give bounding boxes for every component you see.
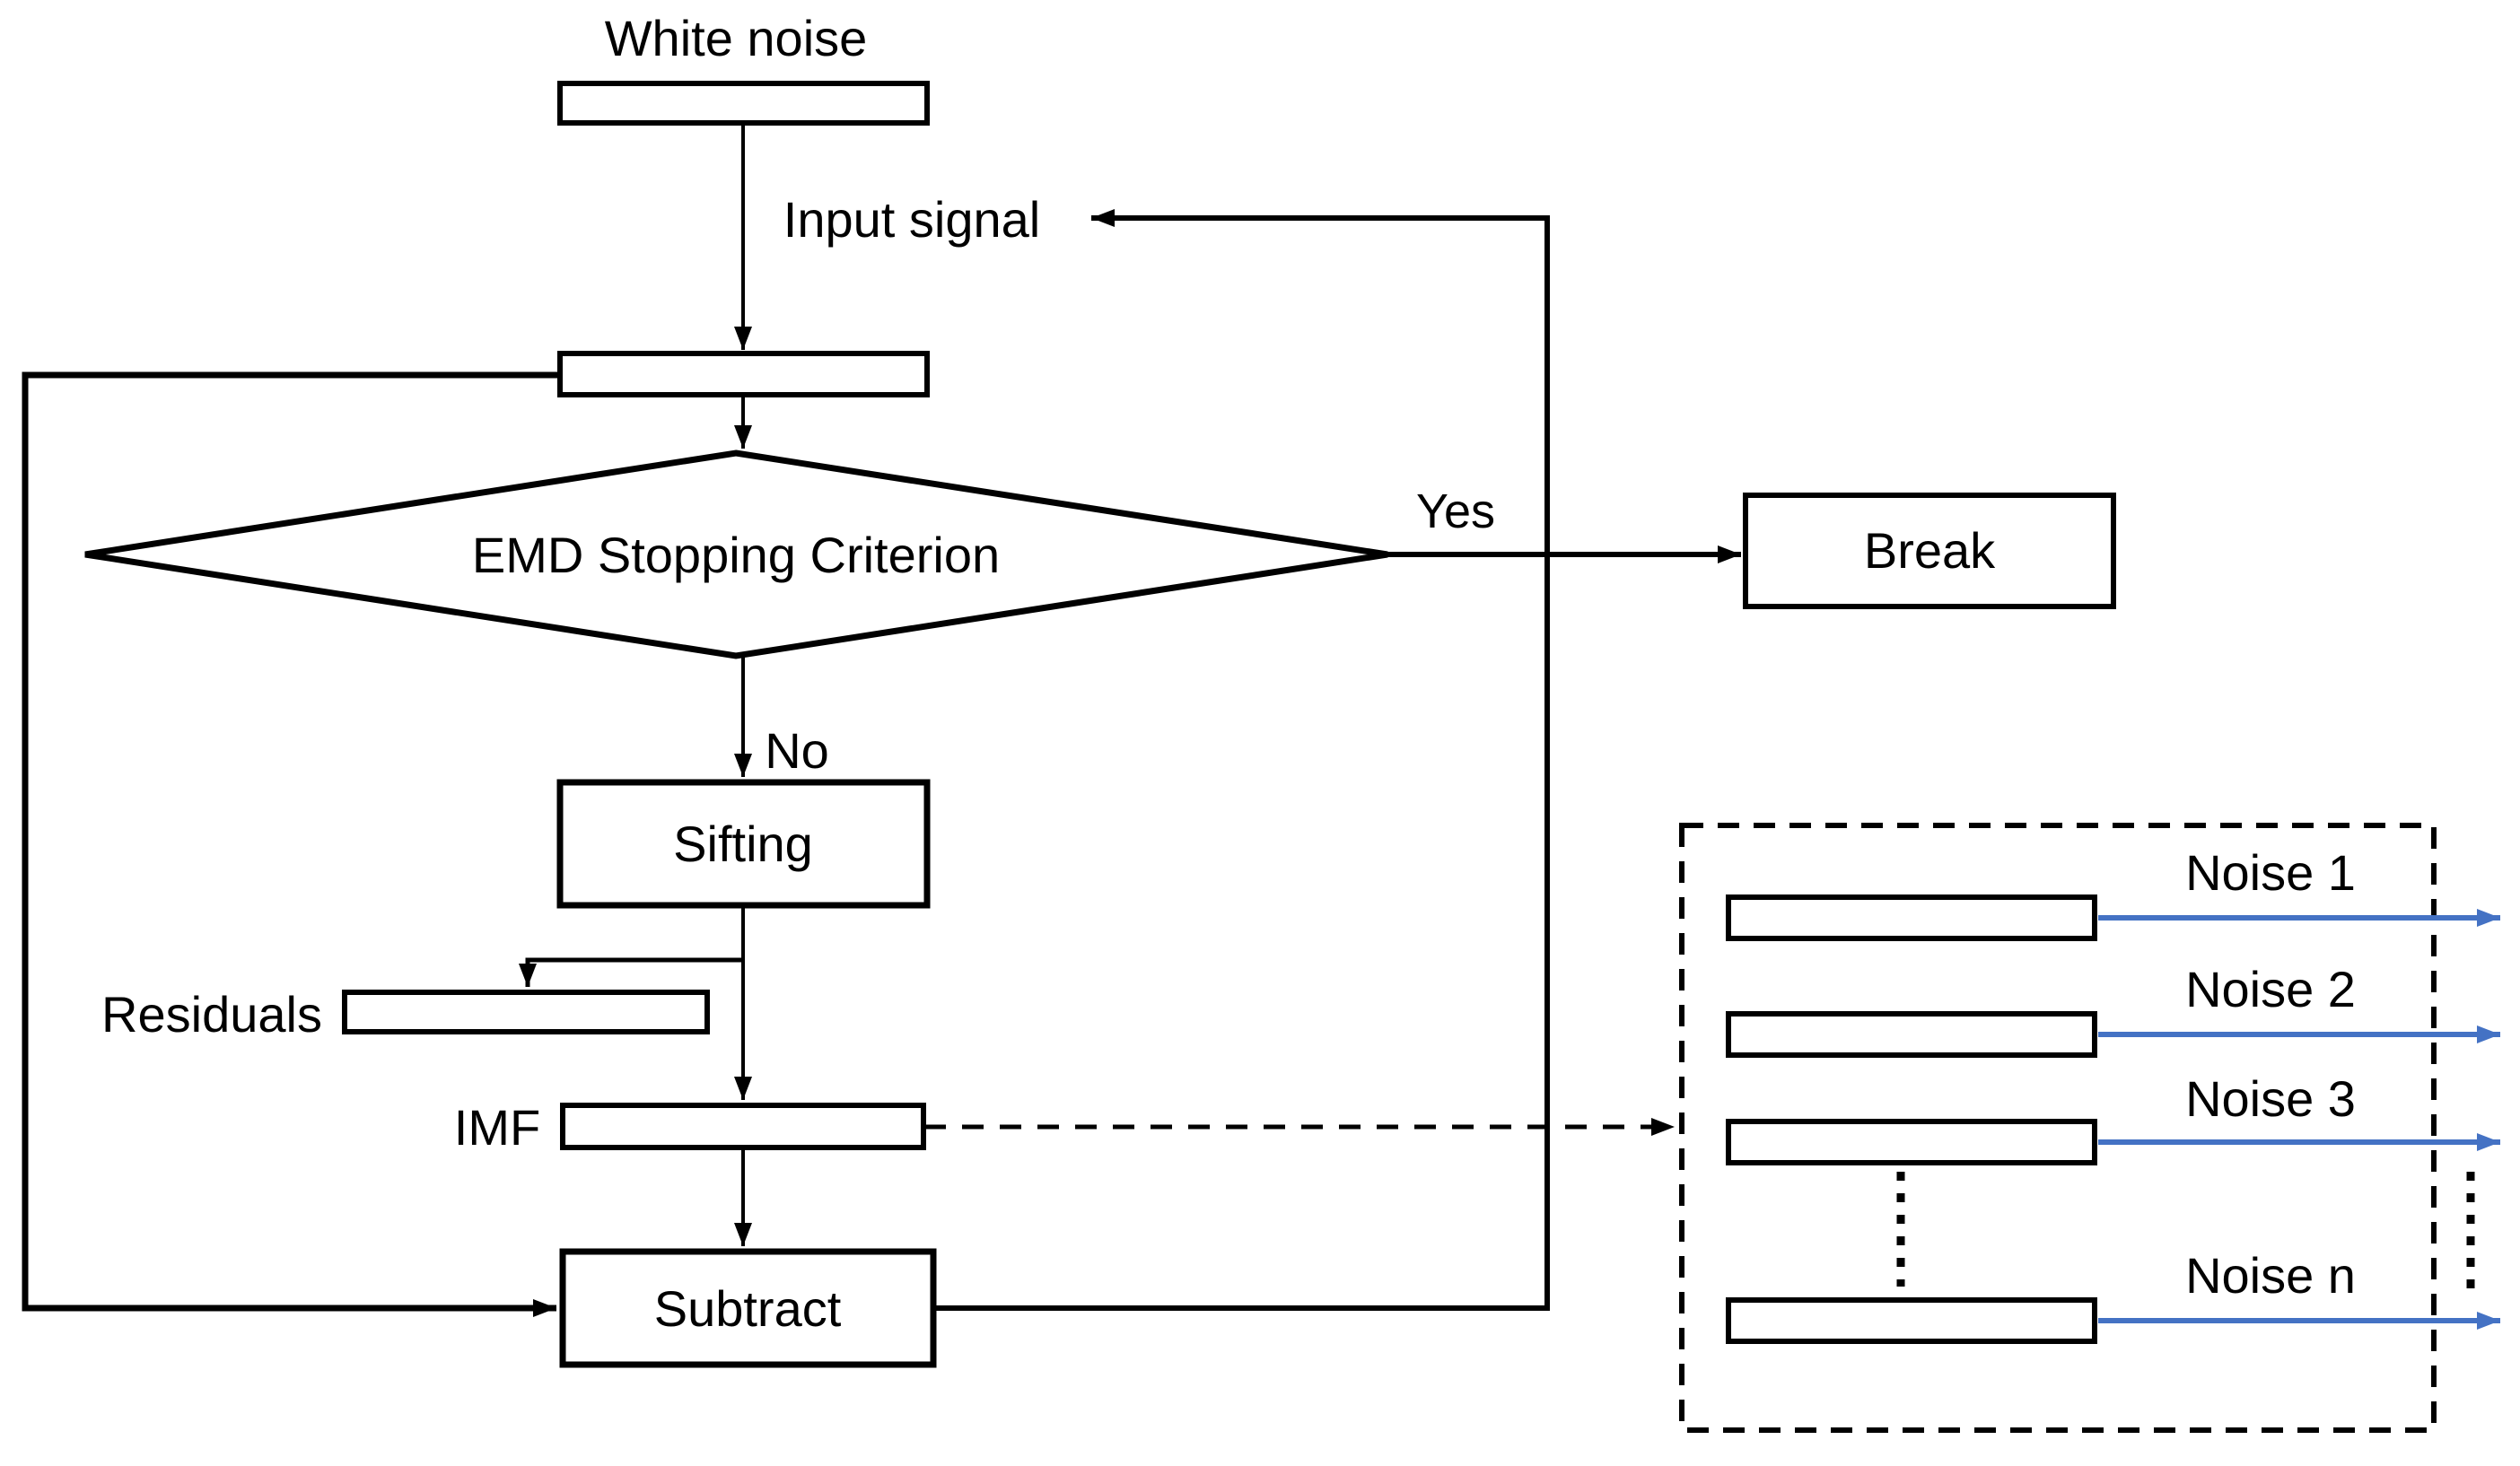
break-label: Break [1864, 522, 1996, 579]
noise-collection-dashed-box [1679, 823, 2437, 1433]
input-signal-label: Input signal [783, 191, 1040, 248]
decision-diamond [84, 449, 1388, 659]
residuals-label: Residuals [101, 986, 322, 1043]
white-noise-label: White noise [605, 10, 868, 66]
noise-1-bar [1726, 894, 2097, 941]
white-noise-signal-bar [557, 81, 930, 126]
yes-label: Yes [1416, 484, 1495, 538]
noise-n-label: Noise n [2185, 1247, 2356, 1304]
residuals-bar [342, 990, 710, 1034]
input-signal-bar [557, 351, 930, 397]
break-box [1743, 493, 2116, 609]
sifting-box [556, 779, 931, 909]
connector-sifting-to-residuals [519, 957, 743, 987]
no-label: No [765, 722, 829, 779]
decision-label: EMD Stopping Criterion [472, 527, 1000, 583]
noise-2-label: Noise 2 [2185, 961, 2356, 1017]
feedback-inputbar-to-subtract [22, 371, 560, 1317]
subtract-label: Subtract [654, 1280, 842, 1337]
noise-3-label: Noise 3 [2185, 1070, 2356, 1127]
noise-3-bar [1726, 1119, 2097, 1165]
noise-n-bar [1726, 1297, 2097, 1344]
imf-label: IMF [454, 1099, 540, 1156]
noise-1-label: Noise 1 [2185, 844, 2356, 901]
subtract-box [559, 1248, 937, 1368]
feedback-subtract-to-input-signal [933, 209, 1550, 1311]
noise-2-bar [1726, 1011, 2097, 1058]
imf-bar [560, 1103, 926, 1150]
sifting-label: Sifting [673, 816, 813, 872]
